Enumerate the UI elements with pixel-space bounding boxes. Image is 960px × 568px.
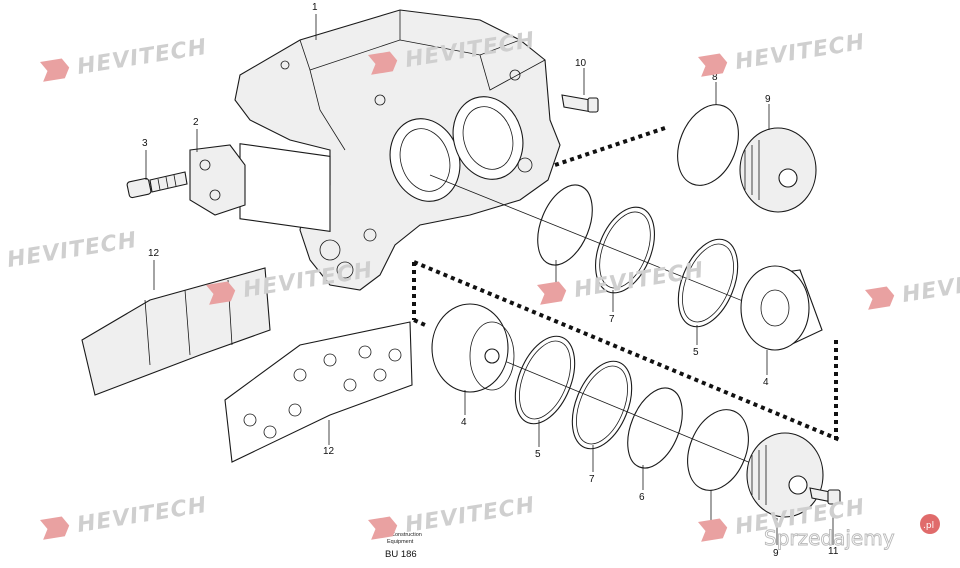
watermark-brand: HEVITECH xyxy=(900,263,960,308)
adjuster-screw-11 xyxy=(809,487,841,505)
adjuster-9-lower xyxy=(746,432,824,518)
seal-ring-6-upper xyxy=(537,184,593,266)
callout-5-upper: 5 xyxy=(693,347,699,358)
dashed-guide-frame xyxy=(412,260,841,442)
footer-code: BU 186 xyxy=(385,549,417,560)
hevitech-logo-icon xyxy=(698,53,728,77)
hevitech-logo-icon xyxy=(537,281,567,305)
callout-7-upper: 7 xyxy=(609,314,615,325)
site-watermark-name: Sprzedajemy xyxy=(764,526,895,550)
brake-pad-lower xyxy=(224,321,413,463)
watermark-brand: HEVITECH xyxy=(75,493,209,538)
hevitech-logo-icon xyxy=(698,518,728,542)
adjuster-9-upper xyxy=(739,127,817,213)
watermark-brand: HEVITECH xyxy=(5,228,139,273)
callout-5-lower: 5 xyxy=(535,449,541,460)
callout-3: 3 xyxy=(142,138,148,149)
site-watermark: Sprzedajemy .pl xyxy=(764,514,940,550)
hevitech-logo-icon xyxy=(865,286,895,310)
callout-4-lower: 4 xyxy=(461,417,467,428)
watermark-brand: HEVITECH xyxy=(403,493,537,538)
callout-7-lower: 7 xyxy=(589,474,595,485)
hevitech-logo-icon xyxy=(368,516,398,540)
callout-11: 11 xyxy=(828,546,839,557)
bleed-screw xyxy=(561,94,599,113)
callout-6-lower: 6 xyxy=(639,492,645,503)
callout-10: 10 xyxy=(575,58,587,69)
piston-axis-upper xyxy=(429,174,791,321)
callout-12-upper: 12 xyxy=(148,248,160,259)
mounting-bracket xyxy=(189,144,246,216)
footer-line-2: Equipment xyxy=(387,539,414,545)
seal-ring-5-lower xyxy=(514,335,576,425)
hevitech-logo-icon xyxy=(40,58,70,82)
callout-12-lower: 12 xyxy=(323,446,335,457)
site-watermark-dot-icon xyxy=(920,514,940,534)
hevitech-logo-icon xyxy=(40,516,70,540)
callout-4-upper: 4 xyxy=(763,377,769,388)
watermark-brand: HEVITECH xyxy=(572,258,706,303)
dashed-guide-upper xyxy=(554,125,669,167)
watermark-brand: HEVITECH xyxy=(241,258,375,303)
watermark-1: HEVITECH xyxy=(40,35,209,82)
seal-ring-7-upper xyxy=(595,206,655,294)
watermark-3: HEVITECH xyxy=(698,30,867,77)
seal-ring-8-lower xyxy=(687,409,749,491)
leader-lines xyxy=(145,14,834,545)
watermark-brand: HEVITECH xyxy=(75,35,209,80)
seal-ring-7-lower xyxy=(571,360,633,450)
watermark-7: HEVITECH xyxy=(865,263,960,310)
hevitech-logo-icon xyxy=(206,281,236,305)
watermark-4: HEVITECH xyxy=(5,228,139,273)
seal-ring-6-lower xyxy=(627,387,683,469)
hevitech-logo-icon xyxy=(368,51,398,75)
bracket-bolt xyxy=(126,171,188,199)
piston-4-lower xyxy=(431,303,515,393)
watermark-6: HEVITECH xyxy=(537,258,706,305)
watermark-brand: HEVITECH xyxy=(733,30,867,75)
callout-2: 2 xyxy=(193,117,199,128)
callout-9-upper: 9 xyxy=(765,94,771,105)
callout-1: 1 xyxy=(312,2,318,13)
seal-ring-5-upper xyxy=(677,238,739,328)
callout-8-upper: 8 xyxy=(712,72,718,83)
piston-4-upper xyxy=(740,265,823,351)
callout-9-lower: 9 xyxy=(773,548,779,559)
site-watermark-tld: .pl xyxy=(923,521,934,531)
caliper-housing xyxy=(234,9,561,291)
seal-ring-8-upper xyxy=(677,104,739,186)
footer-line-1: Volvo Construction xyxy=(376,532,422,538)
footer-caption: Volvo Construction Equipment BU 186 xyxy=(376,532,422,560)
watermark-8: HEVITECH xyxy=(40,493,209,540)
